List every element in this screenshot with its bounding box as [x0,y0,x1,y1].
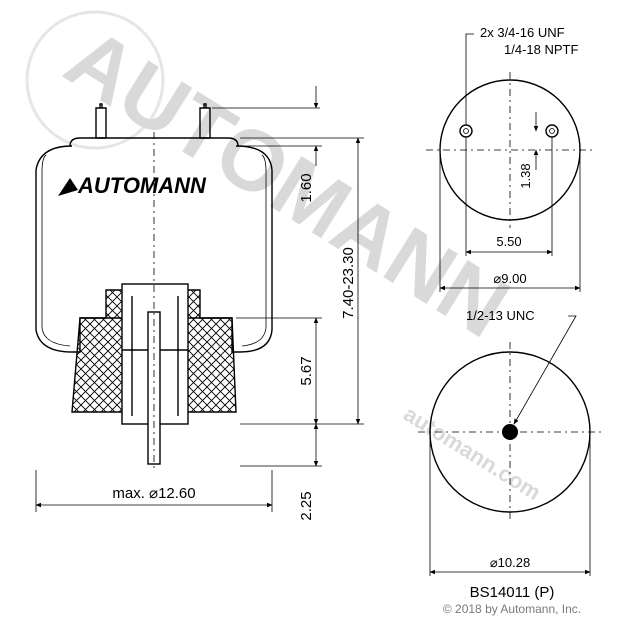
logo-text: AUTOMANN [77,173,207,198]
dim-top-label: 1.60 [298,173,315,202]
dim-top-diameter-label: ⌀9.00 [493,271,526,286]
side-view: AUTOMANN 1.60 7.40-23.30 5.67 2.25 max. … [35,86,364,521]
extension-lines [212,107,364,467]
automann-logo: AUTOMANN [58,173,207,198]
port-note-line1: 2x 3/4-16 UNF [480,25,565,40]
part-number: BS14011 (P) [470,584,555,601]
dim-piston-label: 5.67 [298,356,315,385]
bottom-diameter-extension-lines [429,432,591,576]
bottom-note: 1/2-13 UNC [466,308,535,323]
top-diameter-extension-lines [439,150,581,292]
port-left-center [463,128,469,134]
dim-height-label: 7.40-23.30 [340,247,357,319]
bellows-inner-left [41,154,71,347]
bellows-inner-right [241,154,267,347]
port-right-center [549,128,555,134]
dim-width-label: max. ⌀12.60 [112,485,195,502]
bottom-leader-line [513,315,577,425]
watermark-url: automann.com [399,401,545,505]
dim-bottom-diameter-label: ⌀10.28 [490,555,530,570]
dim-spacing-label: 5.50 [496,234,521,249]
port-note-line2: 1/4-18 NPTF [504,42,578,57]
bottom-view: 1/2-13 UNC ⌀10.28 [418,308,602,576]
copyright: © 2018 by Automann, Inc. [443,602,581,616]
port-leader-line [465,33,474,124]
watermark-circle [25,10,165,150]
logo-icon [58,178,78,196]
port-left [459,124,473,138]
dim-offset-label: 1.38 [518,163,533,188]
top-view: 2x 3/4-16 UNF 1/4-18 NPTF 1.38 5.50 ⌀9.0… [426,25,594,292]
spacing-extension-lines [465,138,553,256]
dim-stud-label: 2.25 [298,491,315,520]
bottom-stud-hole [502,424,518,440]
watermark: AUTOMANN automann.com [25,10,545,505]
port-right [545,124,559,138]
